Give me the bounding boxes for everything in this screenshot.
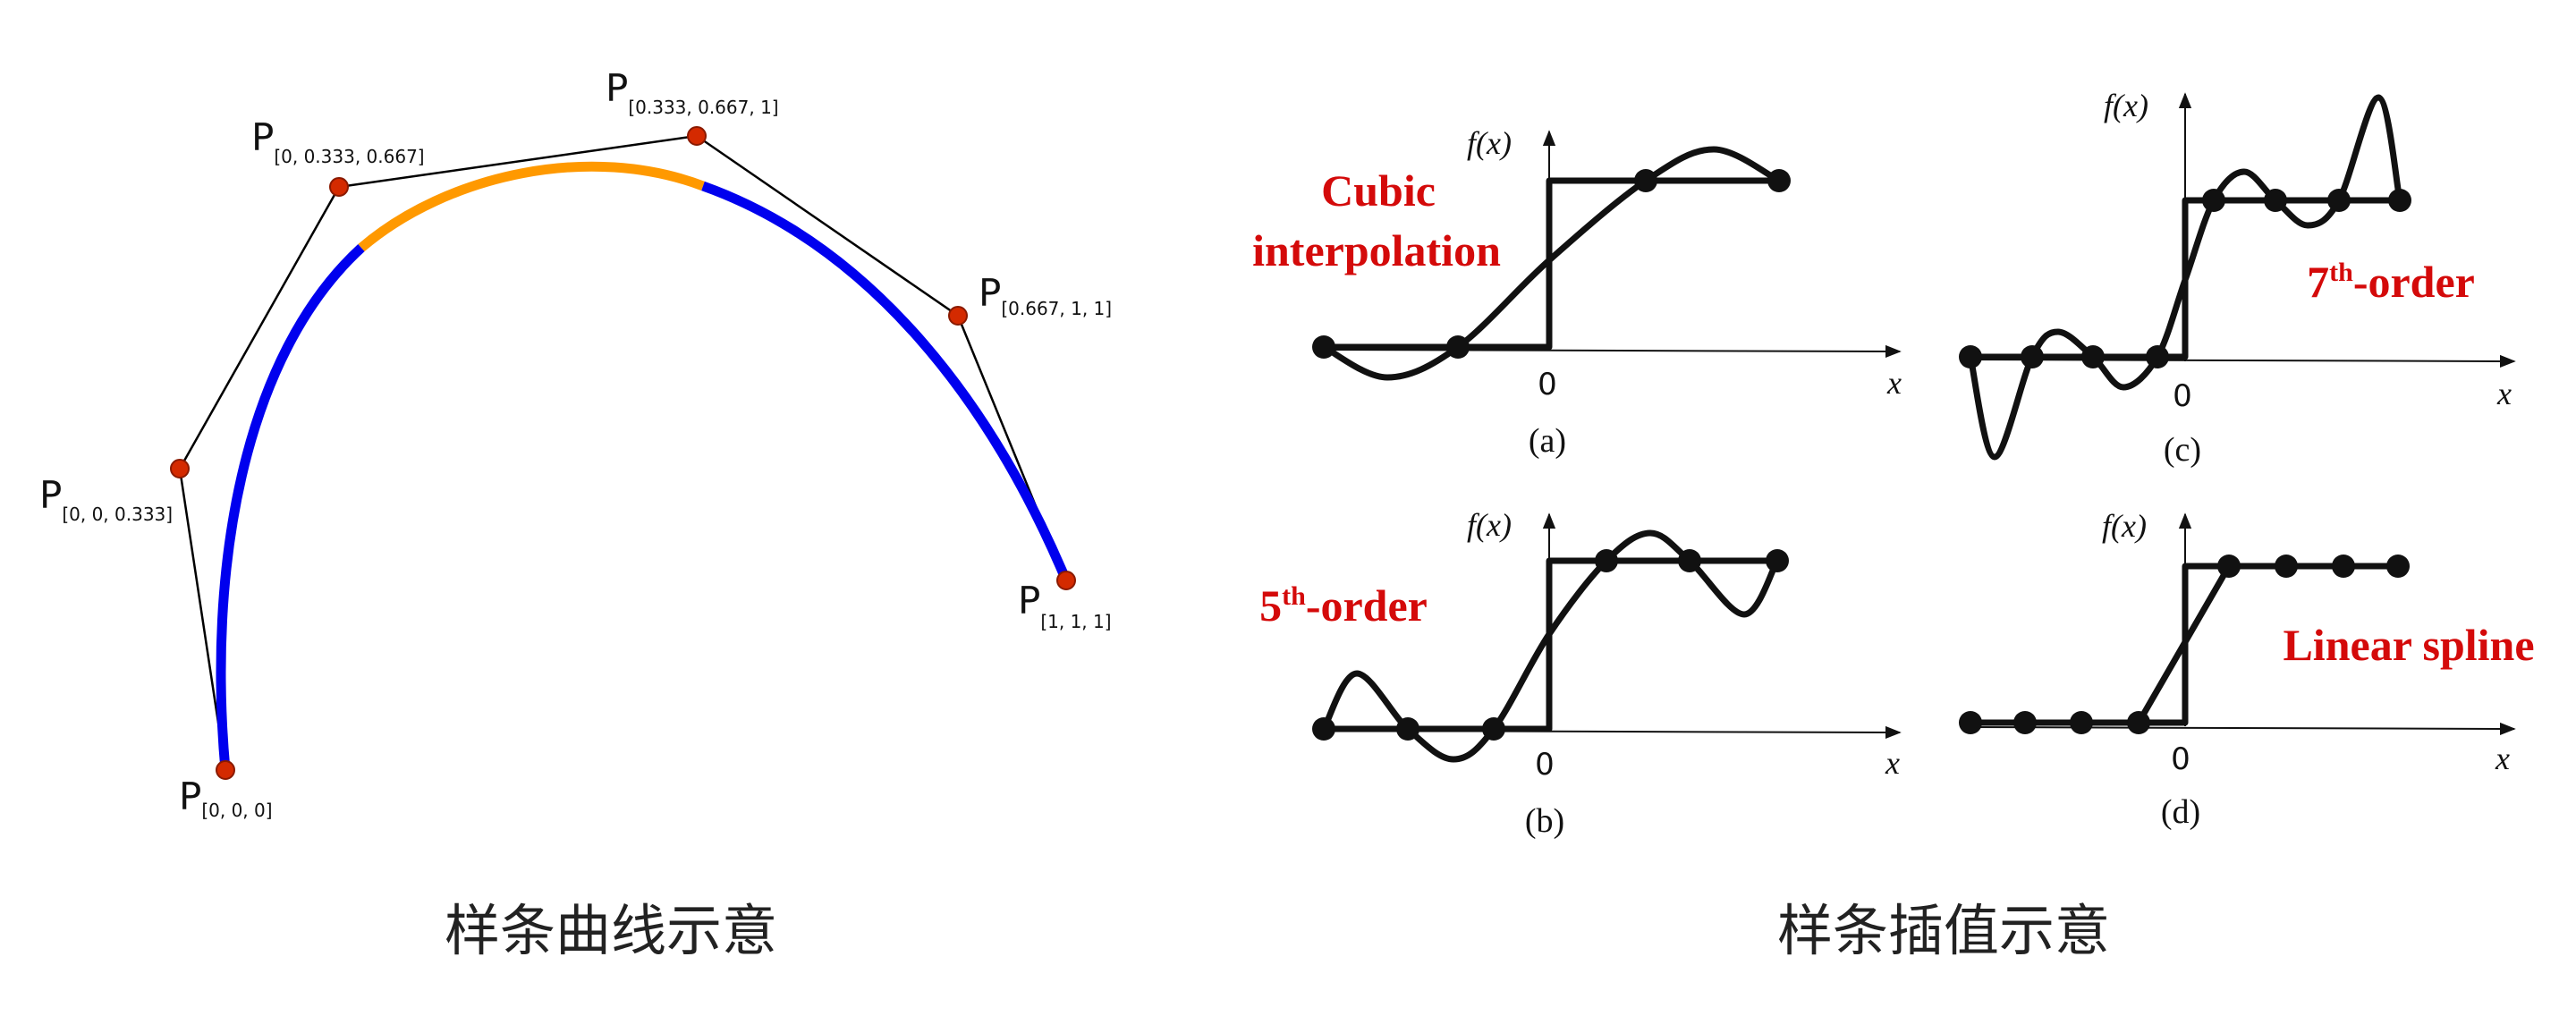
sample-dot — [1766, 549, 1789, 572]
control-polygon — [178, 134, 1068, 771]
origin-label: 0 — [2173, 378, 2192, 414]
sample-dot — [1482, 717, 1505, 741]
sample-dots — [1312, 549, 1789, 741]
panel-label: (c) — [2164, 431, 2201, 469]
sample-dot — [1595, 549, 1618, 572]
interpolant-curve — [1320, 529, 1781, 763]
panel-label: (b) — [1525, 802, 1564, 840]
x-axis-label: x — [1886, 365, 1902, 401]
panel-b: 5th-order f(x) x 0 (b) — [1259, 507, 1902, 840]
sample-dot — [1446, 335, 1470, 359]
y-axis-label: f(x) — [1467, 125, 1512, 161]
x-axis — [1967, 722, 2516, 736]
control-point-label: P[1, 1, 1] — [1018, 579, 1112, 632]
control-point — [1056, 571, 1076, 590]
panel-title: Linear spline — [2283, 620, 2534, 670]
control-point — [329, 177, 349, 197]
x-axis-label: x — [2495, 741, 2510, 776]
panel-d: Linear spline f(x) x 0 (d) — [1959, 508, 2535, 831]
panel-title: 5th-order — [1259, 580, 1428, 631]
sample-dot — [2332, 555, 2355, 578]
x-axis-label: x — [1885, 745, 1900, 781]
left-caption: 样条曲线示意 — [445, 898, 777, 963]
y-axis-label: f(x) — [2104, 88, 2148, 123]
control-point — [687, 126, 707, 146]
control-point-label: P[0.333, 0.667, 1] — [606, 66, 779, 118]
sample-dots — [1959, 555, 2410, 734]
sample-dot — [2070, 711, 2093, 734]
control-point-label: P[0.667, 1, 1] — [979, 271, 1112, 319]
panel-title: 7th-order — [2307, 257, 2475, 307]
y-axis-label: f(x) — [2102, 508, 2147, 544]
y-axis-label: f(x) — [1467, 507, 1512, 543]
sample-dot — [1634, 169, 1657, 192]
origin-label: 0 — [1538, 367, 1557, 402]
control-point — [216, 760, 235, 780]
sample-dot — [2217, 555, 2241, 578]
panel-label: (d) — [2161, 793, 2200, 831]
control-point — [948, 306, 968, 326]
panel-label: (a) — [1529, 422, 1566, 460]
right-caption: 样条插值示意 — [1777, 898, 2110, 963]
control-point-label: P[0, 0.333, 0.667] — [251, 115, 425, 167]
sample-dot — [2013, 711, 2037, 734]
sample-dot — [1396, 717, 1419, 741]
sample-dot — [2081, 345, 2105, 368]
panel-c: 7th-order f(x) x 0 (c) — [1959, 88, 2516, 469]
interpolant-curve — [1320, 146, 1783, 381]
curve-segment-orange — [358, 161, 705, 252]
panel-a: Cubic interpolation f(x) x 0 (a) — [1252, 125, 1902, 460]
sample-dot — [2021, 345, 2044, 368]
x-axis-label: x — [2496, 376, 2512, 411]
sample-dot — [2127, 711, 2150, 734]
sample-dots — [1959, 189, 2411, 368]
interpolation-figure: Cubic interpolation f(x) x 0 (a) 5th-ord… — [1252, 88, 2534, 963]
step-function — [1320, 557, 1783, 732]
sample-dot — [1959, 345, 1982, 368]
sample-dot — [2264, 189, 2287, 212]
bspline-curve-figure: P[0, 0, 0] P[0, 0, 0.333] P[0, 0.333, 0.… — [39, 66, 1112, 963]
sample-dot — [2388, 189, 2411, 212]
sample-dot — [1312, 335, 1335, 359]
sample-dot — [2146, 345, 2169, 368]
sample-dots — [1312, 169, 1791, 359]
sample-dot — [2202, 189, 2225, 212]
curve-segment-blue-right — [701, 181, 1072, 583]
sample-dot — [1767, 169, 1791, 192]
origin-label: 0 — [2171, 741, 2190, 777]
panel-title: interpolation — [1252, 225, 1501, 275]
sample-dot — [2386, 555, 2410, 578]
control-point-label: P[0, 0, 0] — [179, 775, 273, 821]
sample-dot — [1678, 549, 1701, 572]
curve-segment-blue-left — [216, 243, 365, 771]
sample-dot — [2327, 189, 2351, 212]
sample-dot — [2275, 555, 2298, 578]
sample-dot — [1312, 717, 1335, 741]
sample-dot — [1959, 711, 1982, 734]
control-point — [170, 459, 190, 478]
origin-label: 0 — [1535, 747, 1555, 783]
linear-spline — [1967, 563, 2402, 726]
panel-title: Cubic — [1321, 165, 1436, 216]
control-point-label: P[0, 0, 0.333] — [39, 473, 173, 525]
